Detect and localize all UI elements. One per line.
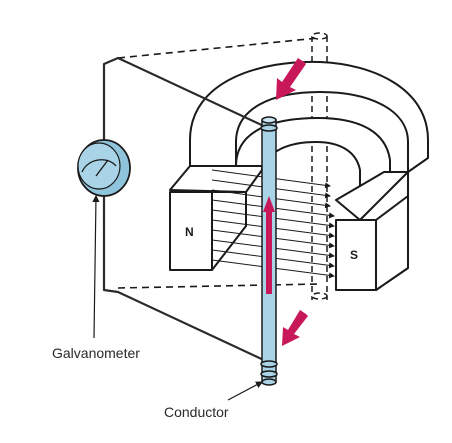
- south-pole-label: S: [350, 248, 358, 262]
- conductor-label: Conductor: [164, 404, 229, 420]
- galvanometer-needle: [95, 159, 109, 177]
- dashed-rear-loop: [117, 37, 319, 289]
- south-pole-face: [335, 219, 377, 291]
- down-arrow-icon: [276, 58, 308, 346]
- motion-arrow-top: [276, 58, 306, 100]
- magnet-arch: [189, 60, 429, 173]
- galvanometer: [77, 139, 131, 197]
- circuit-wire: [102, 56, 269, 363]
- magnet-left-top: [169, 165, 263, 193]
- label-pointers: [92, 194, 264, 401]
- galvanometer-icon: [81, 159, 117, 173]
- horseshoe-magnet: [169, 60, 429, 291]
- north-pole-label: N: [185, 225, 194, 239]
- motion-arrow-bottom: [282, 310, 308, 346]
- conductor-rod: [260, 116, 278, 386]
- galvanometer-label: Galvanometer: [52, 345, 140, 361]
- up-arrow-icon: [263, 196, 275, 294]
- magnet-right-face-side: [375, 195, 409, 291]
